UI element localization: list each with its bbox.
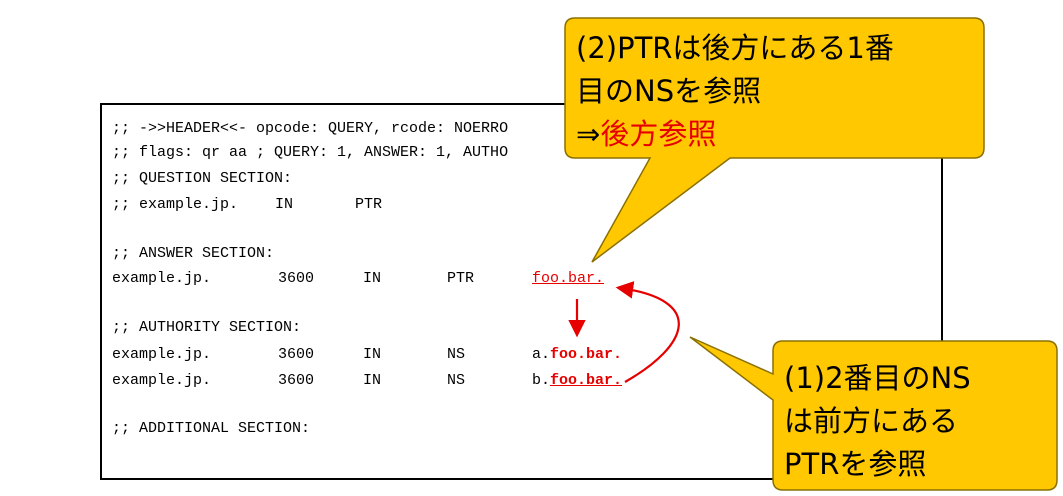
answer-name: example.jp. bbox=[112, 270, 212, 287]
answer-ttl: 3600 bbox=[278, 270, 315, 287]
callout-top-line1: (2)PTRは後方にある1番 bbox=[576, 31, 894, 65]
authority-row-2-prefix: b. bbox=[532, 372, 551, 389]
flags-line: ;; flags: qr aa ; QUERY: 1, ANSWER: 1, A… bbox=[112, 144, 509, 161]
callout-bottom-line1: (1)2番目のNS bbox=[784, 361, 971, 395]
authority-row-2-target: foo.bar. bbox=[550, 372, 623, 389]
header-line: ;; ->>HEADER<<- opcode: QUERY, rcode: NO… bbox=[112, 120, 509, 137]
authority-row-1-name: example.jp. bbox=[112, 346, 212, 363]
callout-bottom-line3: PTRを参照 bbox=[784, 447, 927, 481]
answer-class: IN bbox=[363, 270, 382, 287]
answer-section-title: ;; ANSWER SECTION: bbox=[112, 245, 275, 262]
question-section-title: ;; QUESTION SECTION: bbox=[112, 170, 293, 187]
authority-section-title: ;; AUTHORITY SECTION: bbox=[112, 319, 302, 336]
answer-data: foo.bar. bbox=[532, 270, 605, 287]
callout-bottom-line2: は前方にある bbox=[784, 404, 959, 438]
question-type: PTR bbox=[355, 196, 383, 213]
authority-row-2-ttl: 3600 bbox=[278, 372, 315, 389]
authority-row-1-target: foo.bar. bbox=[550, 346, 623, 363]
authority-row-1-ttl: 3600 bbox=[278, 346, 315, 363]
question-class: IN bbox=[275, 196, 294, 213]
answer-type: PTR bbox=[447, 270, 475, 287]
callout-top-arrow: ⇒ bbox=[576, 117, 601, 151]
authority-row-2-name: example.jp. bbox=[112, 372, 212, 389]
authority-row-1-type: NS bbox=[447, 346, 466, 363]
authority-row-2-type: NS bbox=[447, 372, 466, 389]
authority-row-1-class: IN bbox=[363, 346, 382, 363]
authority-row-2-class: IN bbox=[363, 372, 382, 389]
question-name: ;; example.jp. bbox=[112, 196, 239, 213]
additional-section-title: ;; ADDITIONAL SECTION: bbox=[112, 420, 311, 437]
authority-row-2-data: b.foo.bar. bbox=[532, 372, 622, 390]
callout-top-line3: ⇒後方参照 bbox=[576, 116, 716, 152]
authority-row-1-prefix: a. bbox=[532, 346, 551, 363]
callout-top-line2: 目のNSを参照 bbox=[576, 74, 762, 108]
callout-top-emphasis: 後方参照 bbox=[600, 117, 717, 151]
authority-row-1-data: a.foo.bar. bbox=[532, 346, 622, 364]
